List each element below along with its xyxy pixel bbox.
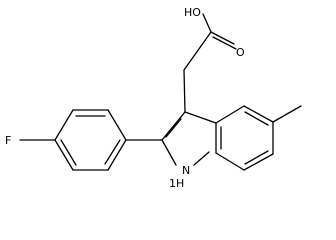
nitrogen-hydrogen-label: 1H — [169, 177, 184, 190]
fluorine-label: F — [5, 134, 11, 147]
structure-canvas: HO O F N 1H — [5, 6, 302, 190]
bond-ar3-ar4 — [54, 109, 74, 141]
bond-c7-c7a — [215, 152, 245, 171]
bond-ar4-ar5-inner — [60, 139, 77, 166]
bond-carbonyl-double-2 — [212, 36, 237, 50]
bond-c3a-c4 — [215, 105, 245, 124]
hydroxyl-label: HO — [184, 6, 201, 19]
molecule-diagram: HO O F N 1H — [5, 6, 302, 190]
bond-c3-c2 — [161, 111, 186, 141]
indole-benzene-ring — [215, 105, 274, 171]
bond-c6-c7-inner — [244, 150, 269, 165]
bond-carbonyl-double-1 — [210, 31, 235, 45]
acetic-acid-group — [183, 13, 237, 113]
bond-methylene-to-c3 — [183, 69, 186, 113]
bond-ar6-ar1 — [107, 139, 127, 171]
bond-c4-c5 — [243, 105, 274, 123]
fluorophenyl-ring — [54, 109, 127, 171]
bond-ar6-ar1-inner — [104, 139, 121, 165]
bond-n1-c7a — [193, 151, 210, 166]
bond-c2-n1 — [161, 139, 177, 166]
nitrogen-label: N — [182, 164, 190, 177]
bond-methyl — [272, 105, 302, 123]
bond-carboxyl-to-methylene — [183, 31, 212, 71]
bond-ar1-ar2 — [107, 109, 127, 141]
pyrrole-ring — [161, 111, 217, 166]
bond-ar4-ar5 — [54, 139, 74, 171]
bond-c4-c5-inner — [244, 111, 269, 126]
bond-oh-carbon — [202, 13, 212, 33]
carbonyl-oxygen-label: O — [236, 46, 245, 59]
bond-c3-c3a — [184, 111, 217, 124]
bond-c6-c7 — [243, 153, 274, 171]
bond-c3-c2-inner — [165, 118, 182, 138]
